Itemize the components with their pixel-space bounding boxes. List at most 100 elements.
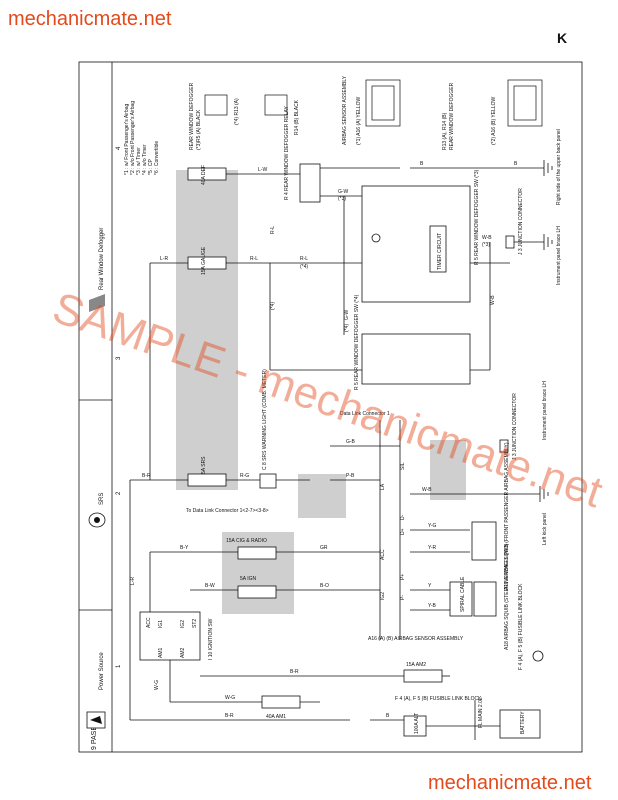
fuse-am1 [261,695,301,709]
svg-text:(*4): (*4) [300,264,308,270]
ign-terminals: ACC IG1 IG2 ST2 AM1 AM2 [146,617,198,658]
svg-text:R-G: R-G [240,473,249,479]
sensor-assy-label: A16 (A) (B) AIRBAG SENSOR ASSEMBLY [368,636,464,642]
ground-ip2-label: Instrument panel brace LH [542,381,548,440]
column-4: 4 [116,146,122,150]
svg-text:LA: LA [380,483,386,490]
svg-text:*4 : w/o Timer: *4 : w/o Timer [142,144,148,175]
svg-text:AIRBAG SENSOR ASSEMBLY: AIRBAG SENSOR ASSEMBLY [342,75,348,145]
j3-shade [430,440,466,500]
svg-text:B-R: B-R [290,669,299,675]
timer-circuit [429,225,447,273]
ground-upper-label: Right side of the upper back panel [556,129,562,205]
defogger-switch-timer [361,185,471,303]
dlc-shade [298,474,346,518]
svg-text:B-W: B-W [205,583,215,589]
connector-r5 [204,94,228,116]
svg-text:B-R: B-R [142,473,151,479]
svg-text:IG2: IG2 [380,592,386,600]
fuse-srs [187,473,227,487]
ign-fuse-shade [222,532,294,614]
svg-text:(*3): (*3) [482,242,490,248]
fuse-am2 [403,669,443,683]
svg-text:W-B: W-B [490,295,496,305]
svg-text:(*2) A16 (B) YELLOW: (*2) A16 (B) YELLOW [491,96,497,145]
svg-text:Y-G: Y-G [428,523,437,529]
page-letter: K [557,30,568,46]
sensor-terminals: ACC IG2 LA D- D+ P+ P- SIL [380,462,406,600]
airbag-squib-passenger [471,521,497,561]
squib-steer-label: A18 AIRBAG SQUIB (STEERING WHEEL PAD) [504,543,510,650]
diagram-frame [78,61,583,753]
fuse-gauge [187,256,227,270]
notes: *1 : w/ Front Passenger's Airbag *2 : w/… [124,101,160,175]
dlc1-label: Data Link Connector 1 [340,411,390,417]
srs-warning-light [259,473,277,489]
svg-text:L-R: L-R [130,577,136,585]
watermark-top: mechanicmate.net [8,8,172,30]
defogger-sw-label: R 5 REAR WINDOW DEFOGGER SW (*3) [474,169,480,265]
svg-text:SIL: SIL [400,462,406,470]
fusible-link-icon [532,650,544,662]
junction-connector-j3b [499,439,509,453]
rear-defogger-label: Rear Window Defogger [99,228,105,290]
svg-text:5A SRS: 5A SRS [201,456,207,474]
svg-text:(*3)R5 (A) BLACK: (*3)R5 (A) BLACK [196,109,202,150]
svg-text:W-G: W-G [154,680,160,690]
j3a-label: J 3 JUNCTION CONNECTOR [518,188,524,255]
svg-text:P-: P- [400,595,406,600]
svg-text:40A DEF: 40A DEF [201,165,207,185]
svg-text:REAR WINDOW DEFOGGER: REAR WINDOW DEFOGGER [449,82,455,150]
connector-a16b-pins [513,85,537,121]
connector-labels: REAR WINDOW DEFOGGER (*3)R5 (A) BLACK (*… [189,75,497,150]
svg-text:*2 : w/o Front Passenger's Air: *2 : w/o Front Passenger's Airbag [130,101,136,175]
svg-text:GR: GR [320,545,328,551]
svg-text:R-L: R-L [250,256,258,262]
ground-ip-label: Instrument panel brace LH [556,226,562,285]
fusible-label-2: F 4 (A), F 5 (B) FUSIBLE LINK BLOCK [518,583,524,670]
svg-text:15A AM2: 15A AM2 [406,662,426,668]
svg-text:*5 : CP: *5 : CP [148,158,154,175]
battery [499,709,541,739]
column-3: 3 [116,356,122,360]
svg-text:D-: D- [400,514,406,520]
svg-text:R-L: R-L [270,226,276,234]
svg-text:(*4): (*4) [270,302,276,310]
defogger-icon [89,294,105,312]
column-1: 1 [116,664,122,668]
svg-text:P-B: P-B [346,473,355,479]
svg-text:B-O: B-O [320,583,329,589]
svg-text:*6 : Convertible: *6 : Convertible [154,141,160,175]
svg-text:B: B [386,713,390,719]
svg-text:B-Y: B-Y [180,545,189,551]
svg-text:R-L: R-L [300,256,308,262]
squib-pass-label: A17 AIRBAG SQUIB (FRONT PASSENGER AIRBAG… [504,442,510,590]
ign-sw-label: I 10 IGNITION SW [208,618,214,660]
fuse-cig [237,546,277,560]
ignition-switch [139,611,201,661]
defogger-switch [361,333,471,385]
ground-symbols [539,160,553,502]
svg-text:IG1: IG1 [158,620,164,628]
junction-block-shade [176,170,238,490]
srs-light-label: C 8 SRS WARNING LIGHT (COMB. METER) [262,369,268,470]
svg-text:Y-R: Y-R [428,545,437,551]
watermark-bottom: mechanicmate.net [428,772,592,794]
fuse-ign [237,585,277,599]
title-label: 9 PASEO [91,720,98,750]
svg-text:15A CIG & RADIO: 15A CIG & RADIO [226,538,267,544]
svg-text:*3 : w/ Timer: *3 : w/ Timer [136,147,142,175]
spiral-label: SPIRAL CABLE [460,576,466,612]
power-source-label: Power Source [99,652,105,690]
srs-label: SRS [99,493,105,505]
airbag-icon [94,517,100,523]
svg-text:B: B [420,161,424,167]
battery-label: BATTERY [520,711,526,734]
defogger-sw4-label: R 5 REAR WINDOW DEFOGGER SW (*4) [354,294,360,390]
svg-text:AM2: AM2 [180,648,186,659]
column-2: 2 [116,491,122,495]
svg-text:Y: Y [428,583,432,589]
svg-text:ACC: ACC [146,617,152,628]
svg-text:100A ALT: 100A ALT [414,713,420,734]
